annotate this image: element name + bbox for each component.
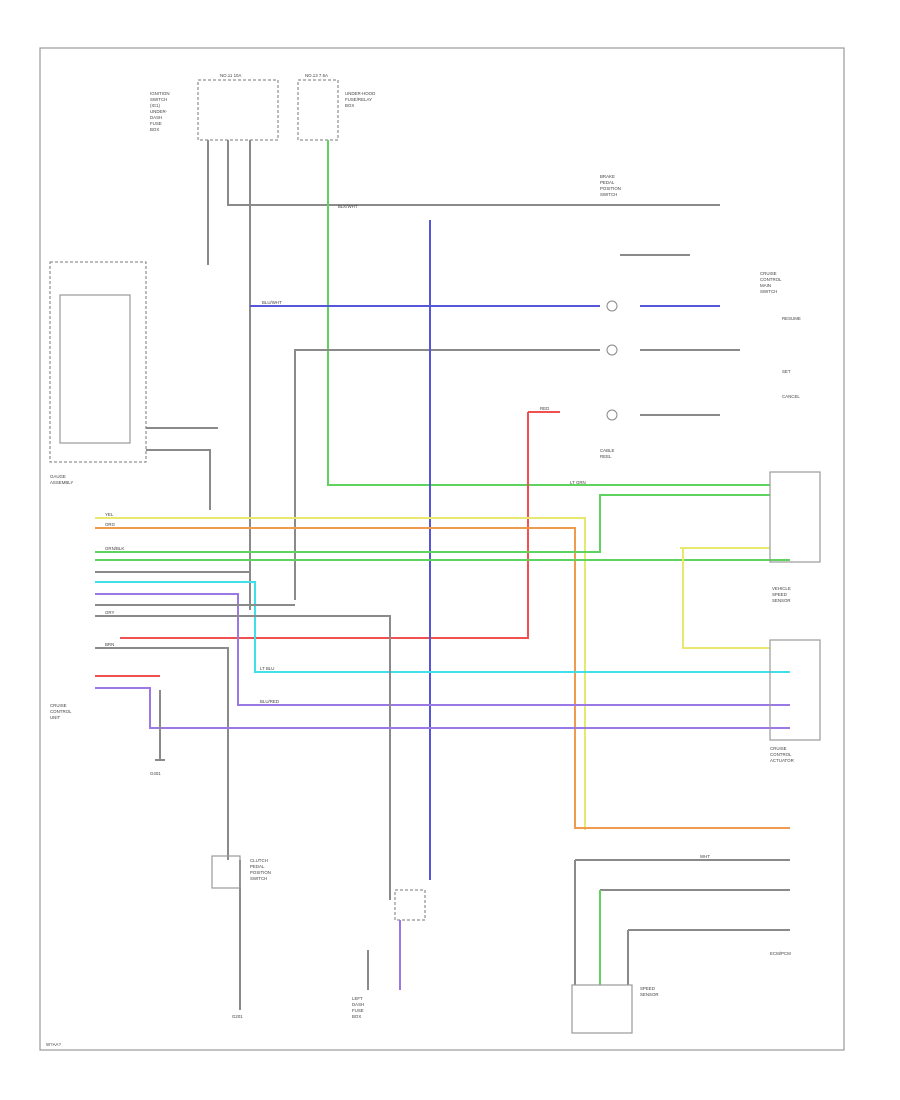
label-wht: WHT — [700, 854, 710, 859]
horn-terminal-2 — [606, 344, 618, 356]
label-brn: BRN — [105, 642, 114, 647]
left-dash-fuse-box: LEFT DASH FUSE BOX — [352, 889, 426, 1019]
clutch-label: CLUTCH PEDAL POSITION SWITCH — [250, 858, 272, 881]
wire-yel-down — [682, 548, 770, 649]
wire-grn — [95, 494, 770, 553]
wire-gauge-ground — [146, 449, 211, 510]
under-hood-box-label: UNDER-HOOD FUSE/RELAY BOX — [345, 91, 376, 108]
brake-switch-label: BRAKE PEDAL POSITION SWITCH — [600, 174, 622, 197]
ground-g201-label: G201 — [232, 1014, 243, 1019]
fuse-b-label: NO.13 7.5A — [305, 73, 328, 78]
label-lt-blu: LT BLU — [260, 666, 274, 671]
wire-gray-4 — [95, 647, 229, 860]
left-side-label: LEFT DASH FUSE BOX — [352, 996, 365, 1019]
actuator-label: CRUISE CONTROL ACTUATOR — [770, 746, 794, 763]
wire-yel — [95, 517, 586, 830]
label-lt-grn: LT GRN — [570, 480, 586, 485]
wire-org — [95, 527, 790, 829]
vss-box: VEHICLE SPEED SENSOR — [769, 471, 821, 603]
cruise-control-main-switch: CRUISE CONTROL MAIN SWITCH SET CANCEL RE… — [760, 271, 801, 399]
label-red: RED — [540, 406, 549, 411]
ecm-label: ECM/PCM — [770, 951, 791, 956]
wire-violet-2 — [95, 687, 790, 729]
wire-lt-blu — [95, 581, 790, 673]
clutch-pedal-position-switch: CLUTCH PEDAL POSITION SWITCH — [211, 855, 272, 889]
cruise-unit-label: CRUISE CONTROL UNIT — [50, 703, 73, 720]
wire-gray-3 — [95, 615, 391, 900]
brake-pedal-position-switch: BRAKE PEDAL POSITION SWITCH — [600, 174, 622, 197]
horn-terminal-1 — [606, 300, 618, 312]
wire-blk-wht-top — [227, 140, 720, 206]
wire-gray-cruise — [294, 349, 600, 600]
ground-g401-label: G401 — [150, 771, 161, 776]
under-dash-fuse-box: IGNITION SWITCH (IG1) UNDER- DASH FUSE B… — [150, 73, 376, 141]
gauge-assembly: GAUGE ASSEMBLY — [49, 261, 147, 485]
cruise-control-actuator: CRUISE CONTROL ACTUATOR — [769, 639, 821, 763]
cruise-switch-label: CRUISE CONTROL MAIN SWITCH — [760, 271, 783, 294]
label-gry: GRY — [105, 610, 115, 615]
fuse-a-label: NO.11 10A — [220, 73, 241, 78]
gauge-label: GAUGE ASSEMBLY — [50, 474, 73, 485]
ig-box-label: IGNITION SWITCH (IG1) UNDER- DASH FUSE B… — [150, 91, 171, 132]
cruise-control-unit-connector: CRUISE CONTROL UNIT — [50, 703, 73, 720]
set-label: SET — [782, 369, 791, 374]
resume-label: RESUME — [782, 316, 801, 321]
cancel-label: CANCEL — [782, 394, 800, 399]
diagram-frame — [39, 47, 845, 1051]
label-blu-wht: BLU/WHT — [262, 300, 282, 305]
label-yel: YEL — [105, 512, 114, 517]
label-org: ORG — [105, 522, 116, 527]
horn-terminal-3 — [606, 409, 618, 421]
speed-sensor-box: SPEED SENSOR — [571, 984, 659, 1034]
corner-code: W?AA? — [46, 1042, 61, 1047]
speed-sensor-label: SPEED SENSOR — [640, 986, 659, 997]
label-grn-blk: GRN/BLK — [105, 546, 124, 551]
label-blk-wht: BLK/WHT — [338, 204, 358, 209]
cable-reel-label: CABLE REEL — [600, 448, 616, 459]
wire-blu-red — [95, 593, 790, 706]
vss-label: VEHICLE SPEED SENSOR — [772, 586, 792, 603]
label-blu-red: BLU/RED — [260, 699, 279, 704]
wire-lt-grn-top — [327, 140, 770, 486]
